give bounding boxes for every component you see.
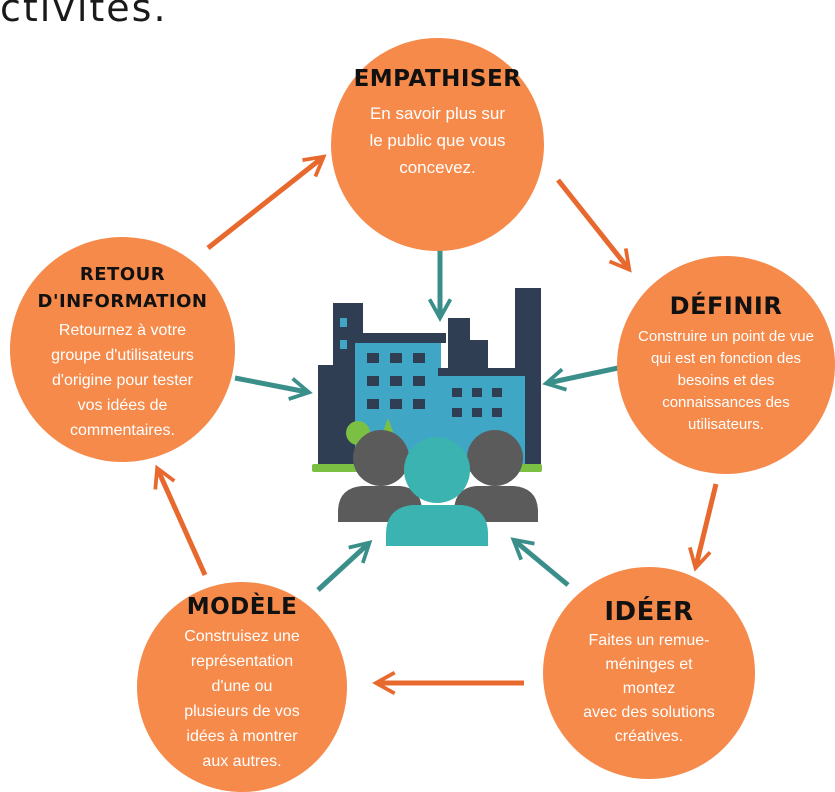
- stage-ideer-title: IDÉER: [604, 597, 694, 627]
- people-group: [338, 430, 538, 546]
- stage-modele-text: Construisez une représentation d'une ou …: [184, 628, 300, 770]
- stage-empathiser: EMPATHISER En savoir plus sur le public …: [331, 38, 544, 251]
- stage-ideer-text: Faites un remue- méninges et montez avec…: [583, 632, 715, 745]
- stage-modele: MODÈLE Construisez une représentation d'…: [137, 582, 347, 792]
- arrow-modele-to-retour: [153, 464, 208, 577]
- arrow-definir-to-ideer: [688, 483, 719, 572]
- stage-definir: DÉFINIR Construire un point de vue qui e…: [617, 256, 835, 474]
- stage-retour-text: Retournez à votre groupe d'utilisateurs …: [51, 322, 194, 439]
- arrow-retour-to-empathiser: [206, 154, 327, 250]
- stage-definir-text: Construire un point de vue qui est en fo…: [638, 328, 814, 433]
- arrow-modele-to-center: [316, 539, 373, 592]
- arrow-ideer-to-center: [510, 537, 570, 587]
- city-and-people-icon: [312, 288, 542, 546]
- stage-retour: RETOUR D'INFORMATION Retournez à votre g…: [10, 237, 235, 462]
- arrow-definir-to-center: [542, 365, 619, 392]
- stage-retour-title: RETOUR D'INFORMATION: [37, 264, 208, 312]
- stage-definir-title: DÉFINIR: [669, 292, 783, 320]
- stage-modele-title: MODÈLE: [186, 594, 298, 620]
- arrow-empathiser-to-definir: [556, 178, 632, 273]
- stage-empathiser-title: EMPATHISER: [353, 66, 522, 92]
- stage-ideer: IDÉER Faites un remue- méninges et monte…: [543, 567, 755, 779]
- partial-heading-text: ctivités.: [0, 0, 168, 30]
- arrow-retour-to-center: [234, 375, 313, 401]
- stage-empathiser-text: En savoir plus sur le public que vous co…: [369, 104, 506, 177]
